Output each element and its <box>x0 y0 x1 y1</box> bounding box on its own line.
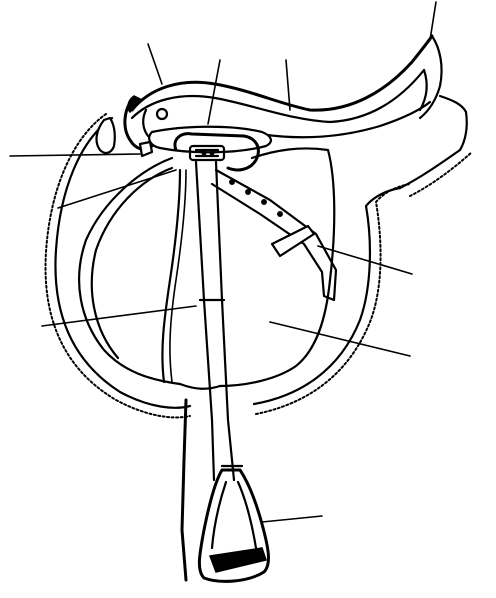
leader-lines <box>10 2 436 522</box>
leader-line-8 <box>42 306 196 326</box>
leader-line-1 <box>148 44 162 84</box>
leader-line-5 <box>10 154 140 156</box>
saddle-seat <box>132 36 442 137</box>
knee-roll <box>92 168 186 382</box>
leader-line-6 <box>58 170 176 208</box>
girth-strap <box>212 170 336 300</box>
leader-line-9 <box>270 322 410 356</box>
leader-line-4 <box>430 2 436 40</box>
stirrup-iron <box>199 466 268 581</box>
leader-line-10 <box>262 516 322 522</box>
leader-line-2 <box>208 60 220 124</box>
